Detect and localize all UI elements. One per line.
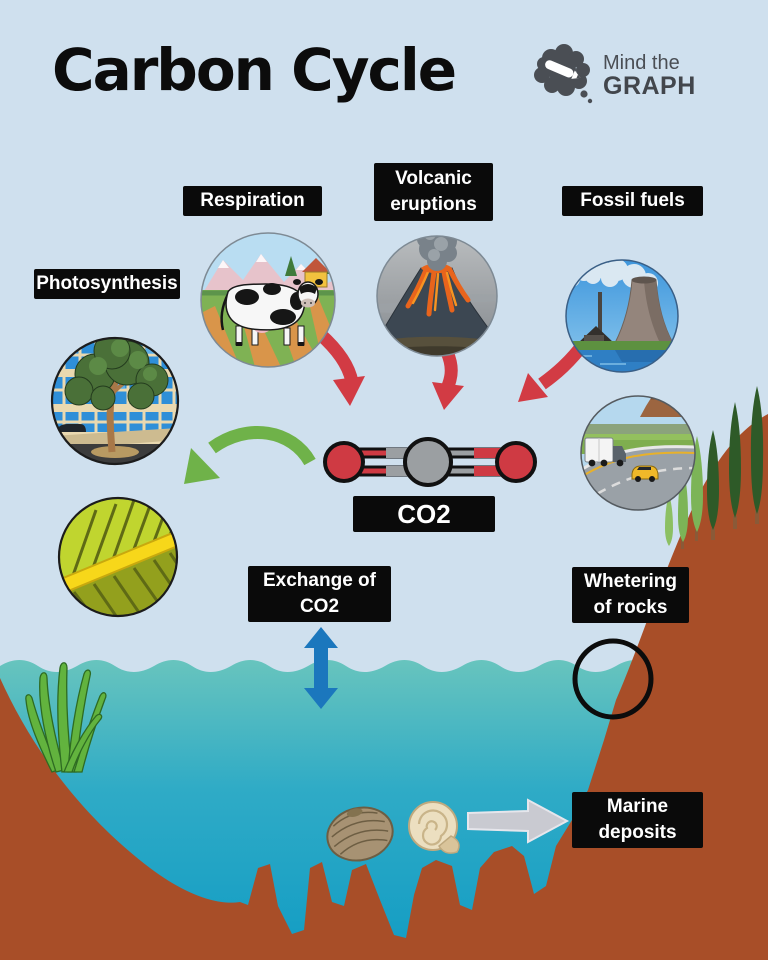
cow: [220, 279, 323, 346]
whetering-label-line2: of rocks: [593, 597, 668, 618]
logo-text: Mind the GRAPH: [603, 51, 696, 100]
co2-label-text: CO2: [397, 499, 451, 529]
carbon-atom: [403, 437, 453, 487]
exchange-of-co2-label: Exchange of CO2: [248, 566, 391, 622]
respiration-label: Respiration: [183, 186, 322, 216]
co2-label: CO2: [353, 496, 495, 532]
respiration-circle-border: [200, 232, 336, 368]
transport-circle-border: [580, 395, 696, 511]
hillside-trees: [665, 386, 764, 549]
red-arrow-fossil: [518, 338, 591, 402]
volcanic-label-line1: Volcanic: [395, 168, 472, 189]
blue-double-arrow: [304, 627, 338, 709]
car: [631, 465, 659, 482]
photosynthesis-illustration: [52, 338, 178, 464]
logo-line2: GRAPH: [603, 71, 696, 100]
volcanic-eruptions-label: Volcanic eruptions: [374, 163, 493, 221]
photosynthesis-circle-border: [50, 336, 180, 466]
page-title: Carbon Cycle: [52, 36, 457, 104]
fossil-fuels-label: Fossil fuels: [562, 186, 703, 216]
oxygen-atom-left: [323, 441, 365, 483]
gray-block-arrow: [467, 798, 570, 844]
fossil-circle-border: [565, 259, 679, 373]
whetering-label-line1: Whetering: [584, 571, 677, 592]
clam-shell: [326, 806, 394, 862]
mind-the-graph-logo: Mind the GRAPH: [531, 44, 696, 106]
weathering-circle-outline: [572, 638, 654, 720]
logo-line1: Mind the: [603, 51, 680, 74]
seaweed: [25, 662, 107, 773]
red-arrow-volcano: [432, 349, 464, 410]
whetering-of-rocks-label: Whetering of rocks: [572, 567, 689, 623]
exchange-label-line1: Exchange of: [263, 570, 376, 591]
volcano-circle-border: [376, 235, 498, 357]
highway-illustration: [581, 396, 695, 510]
snail-shell: [408, 801, 460, 854]
marine-label-line1: Marine: [606, 796, 669, 817]
fossil-fuels-label-text: Fossil fuels: [580, 190, 685, 211]
truck: [584, 437, 626, 467]
leaf-circle-border: [57, 496, 179, 618]
leaf-illustration: [59, 498, 177, 616]
volcanic-label-line2: eruptions: [390, 194, 477, 215]
red-arrow-respiration: [315, 329, 365, 406]
respiration-illustration: [201, 233, 335, 367]
oxygen-atom-right: [495, 441, 537, 483]
exchange-label-line2: CO2: [299, 596, 340, 617]
volcano-illustration: [377, 236, 497, 356]
photosynthesis-label-text: Photosynthesis: [36, 273, 178, 294]
co2-molecule: [323, 437, 537, 487]
green-arrow-photosynthesis: [184, 425, 316, 484]
photosynthesis-label: Photosynthesis: [34, 269, 180, 299]
marine-label-line2: deposits: [598, 822, 677, 843]
marine-deposits-label: Marine deposits: [572, 792, 703, 848]
brain-pencil-icon: [534, 44, 593, 104]
respiration-label-text: Respiration: [200, 190, 305, 211]
